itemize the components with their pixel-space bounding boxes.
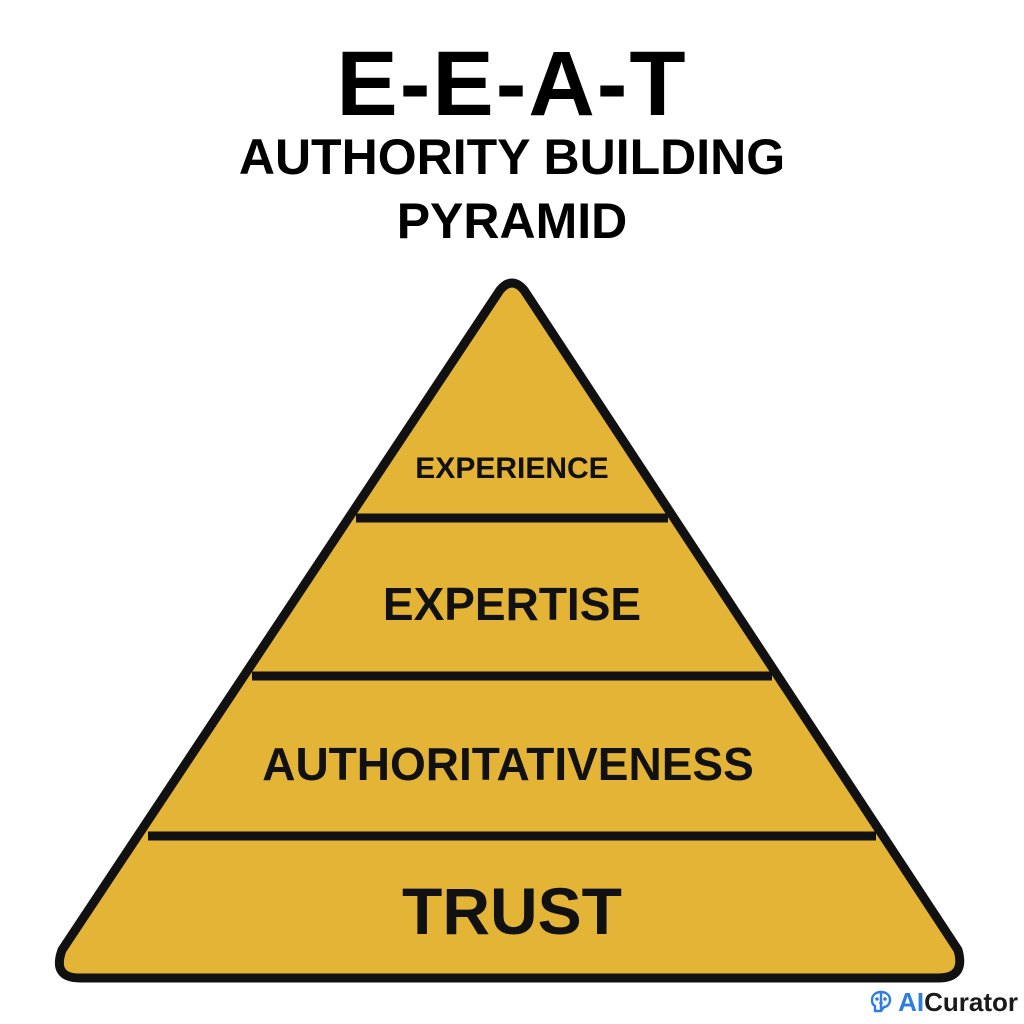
page-subtitle-line-1: AUTHORITY BUILDING [238, 129, 786, 185]
logo-text-curator: Curator [924, 986, 1018, 1017]
page-subtitle-line-2: PYRAMID [396, 193, 628, 249]
tier-label-experience: EXPERIENCE [415, 452, 608, 485]
tier-label-expertise: EXPERTISE [383, 578, 641, 630]
pyramid-outline [54, 278, 965, 983]
brain-circuit-icon [870, 990, 892, 1013]
tier-label-trust: TRUST [402, 874, 622, 948]
tier-label-authoritativeness: AUTHORITATIVENESS [262, 738, 754, 790]
page-title: E-E-A-T [336, 33, 688, 135]
logo-text-ai: AI [898, 986, 925, 1017]
